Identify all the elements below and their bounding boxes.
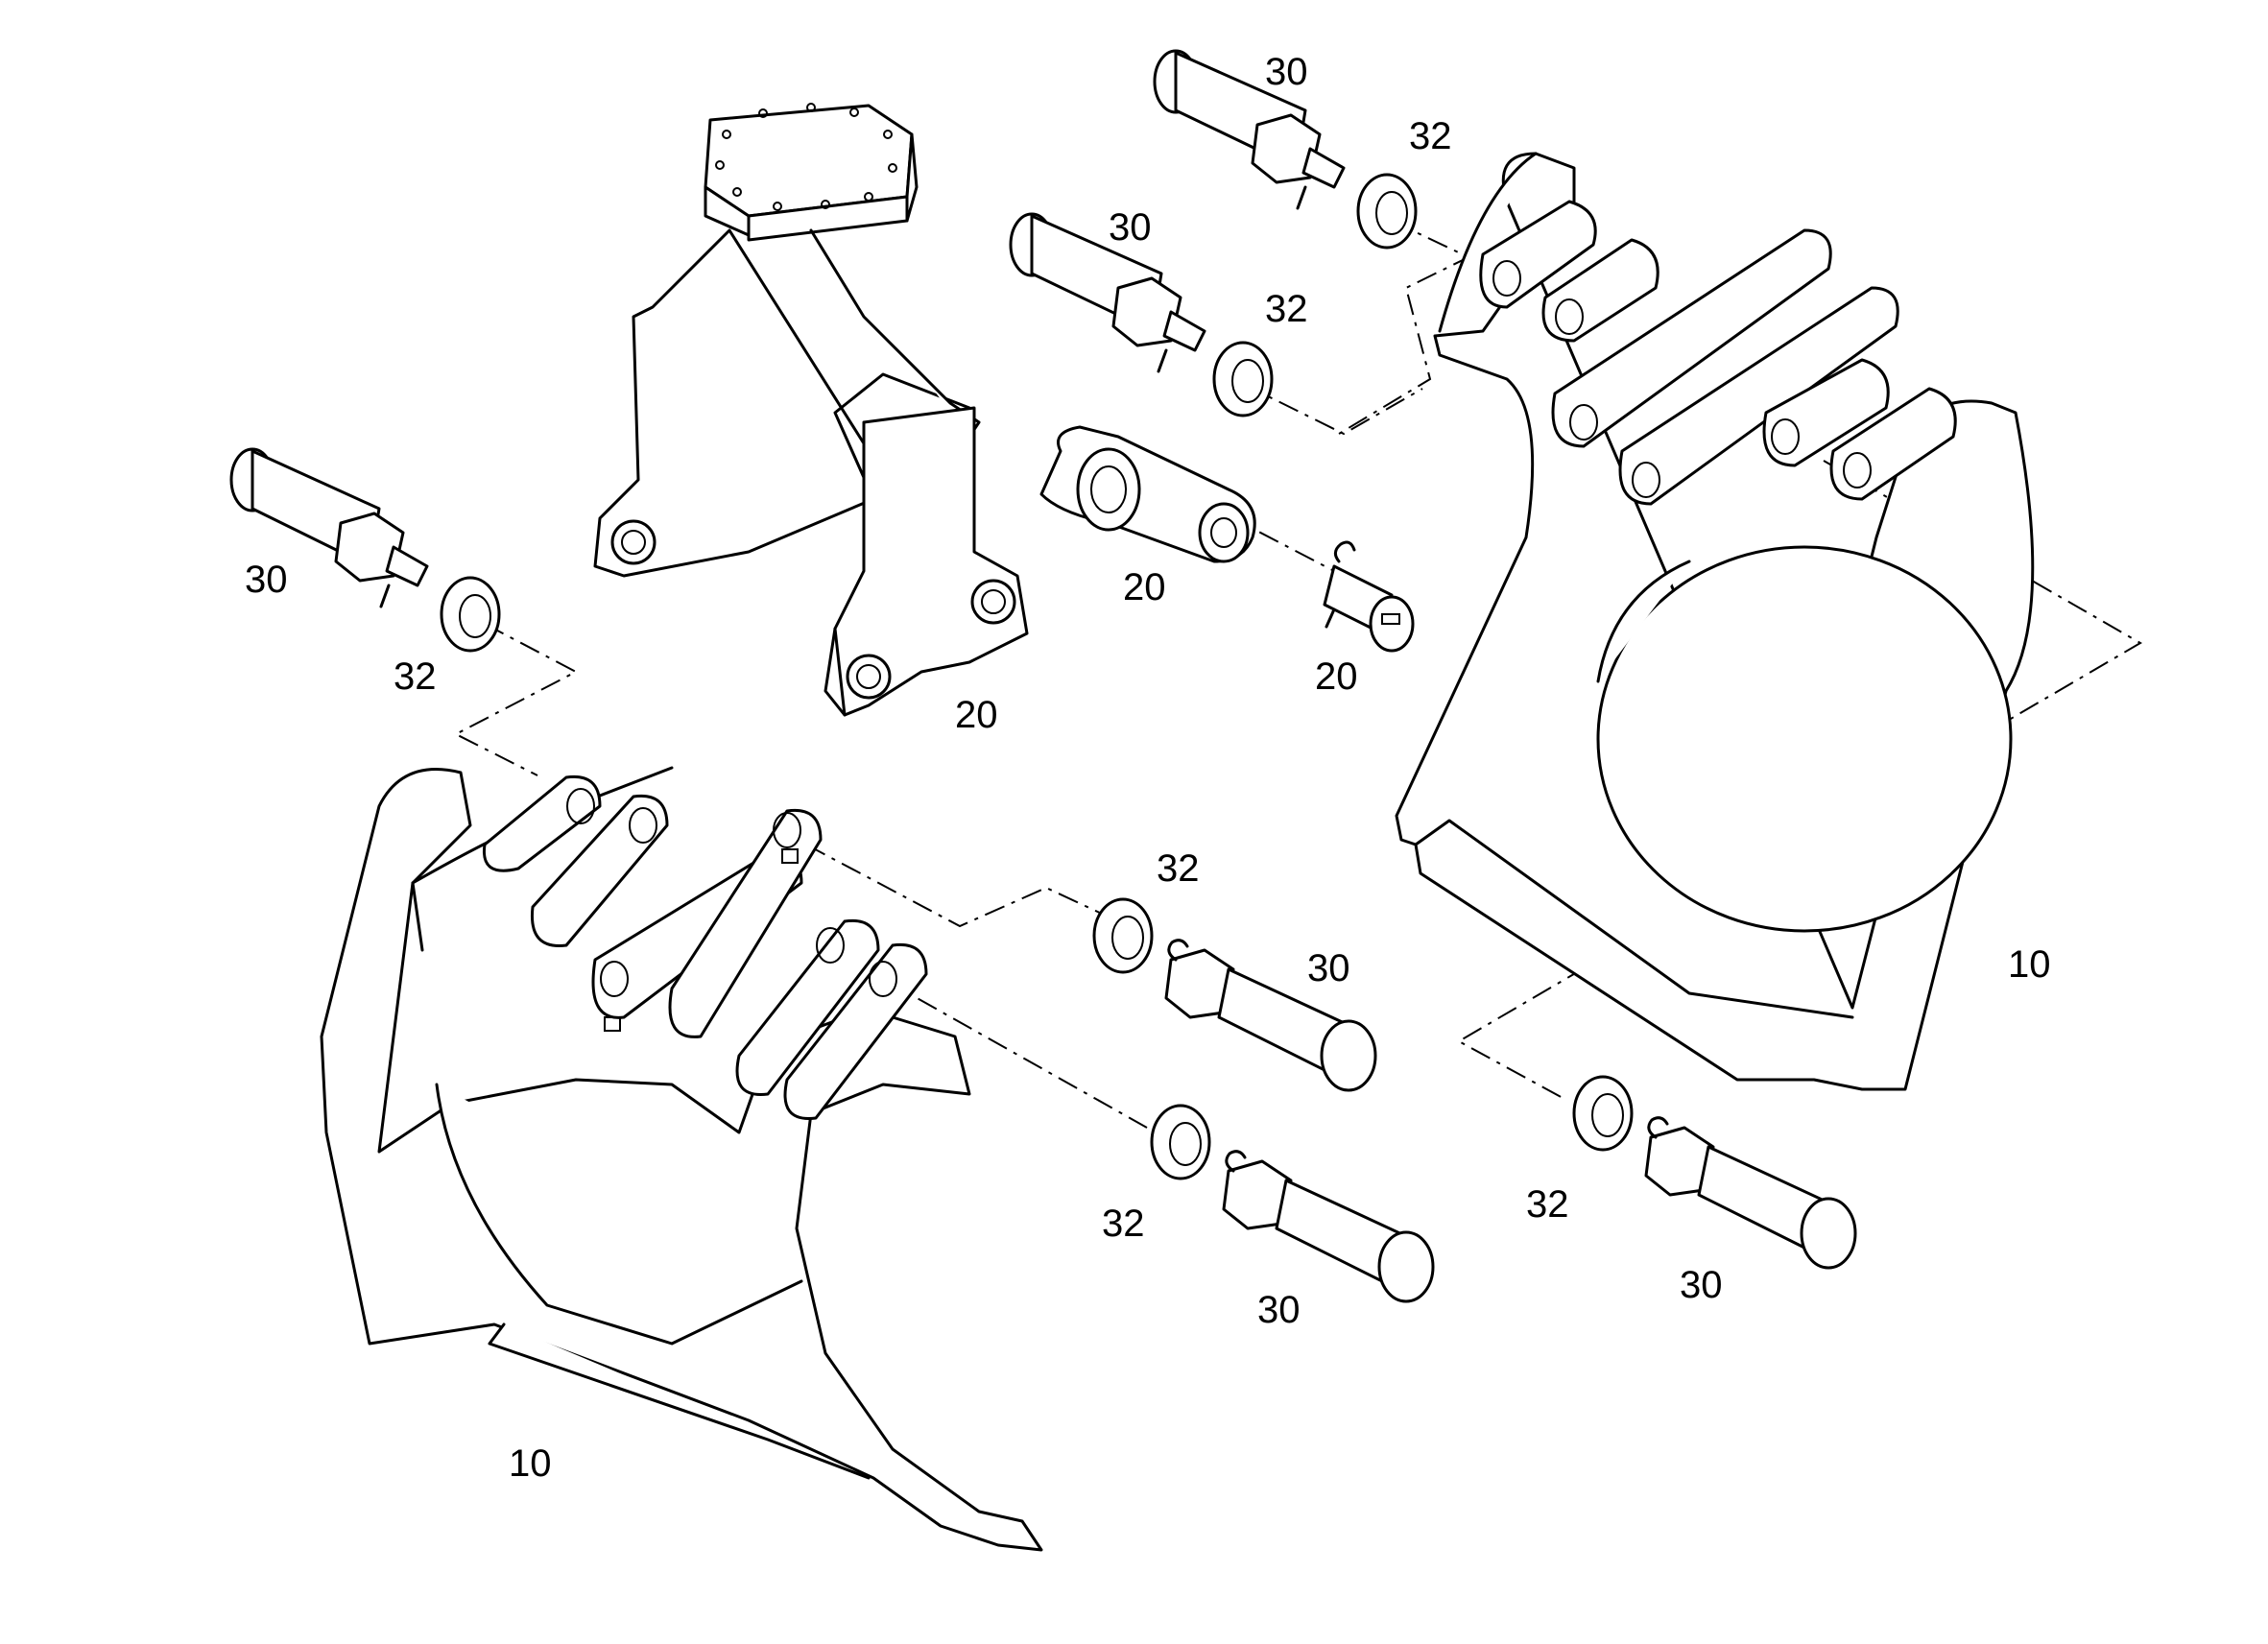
callout-left-jaw: 10 [509,1442,552,1485]
callout-link-pin: 20 [1315,655,1358,698]
callout-rr-pin: 30 [1680,1264,1723,1306]
washer-left [440,576,501,653]
callout-left-pin: 30 [245,559,288,601]
callout-lr-washer-a: 32 [1157,847,1200,890]
callout-lr-pin-b: 30 [1257,1289,1301,1331]
pin-mid-left [1009,212,1206,373]
callout-tl-washer: 32 [1409,115,1452,157]
callout-labels: 30 32 30 32 30 32 20 20 20 10 10 32 30 3… [245,51,2051,1485]
rotator-bracket [593,103,1029,717]
pin-right-lower [1644,1116,1857,1270]
washer-lower-b [1150,1104,1211,1180]
washer-right-lower [1572,1075,1634,1152]
washer-mid [1212,341,1274,417]
washer-top [1356,173,1418,250]
callout-rotator-bracket: 20 [955,694,998,736]
callout-rr-washer: 32 [1526,1183,1569,1226]
right-jaw [1395,152,2035,1091]
callout-left-washer: 32 [394,655,437,698]
callout-lr-washer-b: 32 [1102,1203,1145,1245]
callout-link: 20 [1123,566,1166,608]
left-jaw [320,766,1043,1552]
callout-mid-washer: 32 [1265,288,1308,330]
washer-lower-a [1092,897,1154,974]
callout-right-jaw: 10 [2008,943,2051,986]
callout-lr-pin-a: 30 [1307,947,1350,989]
pin-top-left [1153,49,1346,210]
callout-mid-pin: 30 [1109,206,1152,249]
pin-left [229,447,429,608]
callout-tl-pin: 30 [1265,51,1308,93]
pin-lower-a [1164,939,1377,1092]
bolt-circle [715,103,897,211]
link-pin [1323,540,1415,653]
pin-lower-b [1222,1150,1435,1303]
link [1039,425,1256,563]
